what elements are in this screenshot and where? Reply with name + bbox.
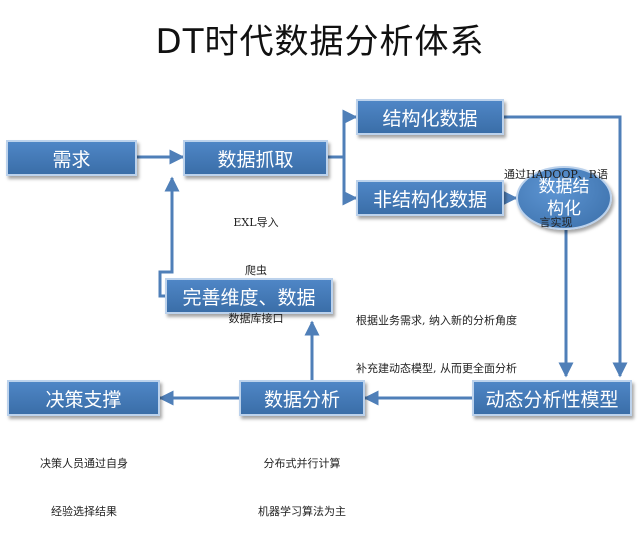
capture-methods-line: EXL导入 [233, 216, 279, 229]
demand-box: 需求 [6, 140, 137, 176]
business-needs-line: 补充建动态模型, 从而更全面分析 [356, 362, 517, 375]
decision-notes-line: 决策人员通过自身 [40, 457, 128, 470]
improve-dimensions-box: 完善维度、数据 [165, 278, 333, 314]
arrow-improve-to-capture [158, 176, 180, 298]
decision-support-label: 决策支撑 [45, 388, 122, 411]
unstructured-data-label: 非结构化数据 [372, 188, 487, 211]
decision-support-box: 决策支撑 [7, 380, 160, 416]
hadoop-line: 言实现 [539, 216, 573, 229]
analysis-methods-line: 机器学习算法为主 [258, 505, 346, 518]
business-needs-note: 根据业务需求, 纳入新的分析角度 补充建动态模型, 从而更全面分析 [356, 281, 517, 393]
improve-dimensions-label: 完善维度、数据 [182, 286, 316, 309]
page-title: DT时代数据分析体系 [155, 22, 485, 62]
structured-data-box: 结构化数据 [356, 99, 504, 135]
hadoop-note: 通过HADOOP、R语 言实现 [500, 135, 612, 247]
data-structuring-label: 数据结构化 [538, 177, 590, 219]
analysis-methods-line: 分布式并行计算 [263, 457, 341, 470]
analysis-methods-note: 分布式并行计算 机器学习算法为主 [242, 424, 362, 536]
structured-data-label: 结构化数据 [382, 107, 478, 130]
demand-label: 需求 [52, 148, 91, 171]
dynamic-model-box: 动态分析性模型 [472, 380, 632, 416]
data-analysis-label: 数据分析 [263, 388, 340, 411]
capture-methods-note: EXL导入 爬虫 数据库接口 [208, 183, 304, 343]
unstructured-data-box: 非结构化数据 [356, 180, 504, 216]
data-capture-label: 数据抓取 [217, 148, 294, 171]
decision-notes: 决策人员通过自身 经验选择结果 [14, 424, 154, 536]
dynamic-model-label: 动态分析性模型 [485, 388, 619, 411]
decision-notes-line: 经验选择结果 [51, 505, 117, 518]
branch-capture-to-unstructured [342, 157, 358, 206]
business-needs-line: 根据业务需求, 纳入新的分析角度 [356, 314, 517, 327]
arrow-structured-to-model [504, 115, 628, 378]
data-capture-box: 数据抓取 [183, 140, 328, 176]
data-analysis-box: 数据分析 [239, 380, 365, 416]
branch-capture-to-structured [328, 109, 358, 159]
capture-methods-line: 爬虫 [245, 264, 267, 277]
data-structuring-ellipse: 数据结构化 [516, 166, 612, 230]
capture-methods-line: 数据库接口 [228, 312, 284, 325]
hadoop-line: 通过HADOOP、R语 [503, 168, 609, 181]
connector-lines [137, 109, 628, 406]
